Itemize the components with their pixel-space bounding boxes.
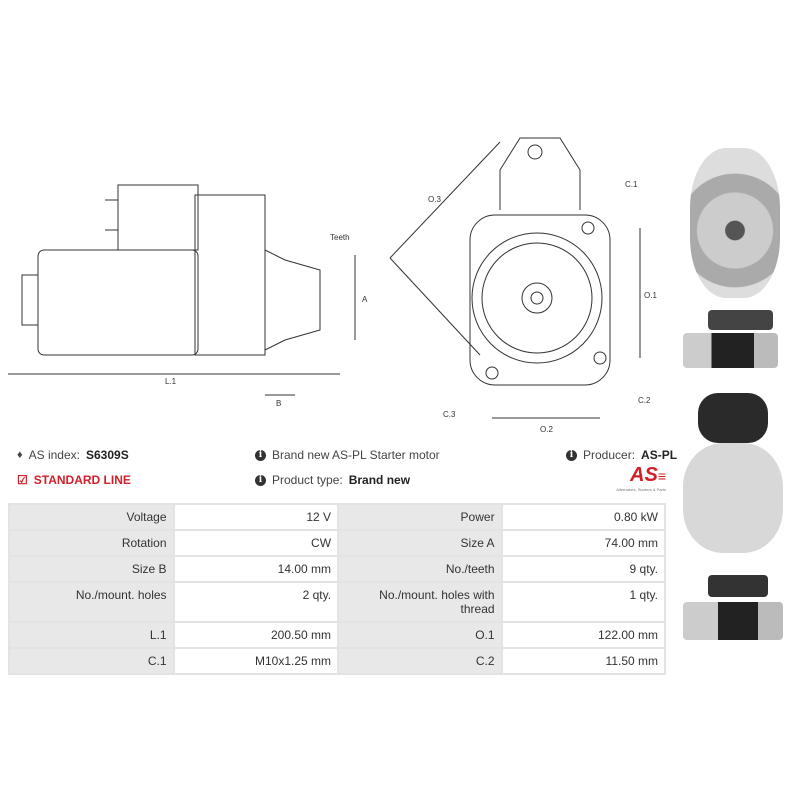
spec-value: 14.00 mm: [172, 555, 340, 583]
spec-value: M10x1.25 mm: [172, 647, 340, 675]
spec-label: No./mount. holes: [8, 581, 175, 623]
c2-label: C.2: [638, 396, 651, 405]
size-b-label: B: [276, 399, 281, 408]
checkbox-icon: ☑: [17, 473, 28, 487]
spec-label: Rotation: [8, 529, 175, 557]
logo-text: AS≡: [630, 464, 666, 486]
spec-value: CW: [172, 529, 340, 557]
front-view-drawing: O.3 C.1 O.1 C.2 O.2 C.3: [389, 137, 657, 434]
spec-label: No./mount. holes with thread: [337, 581, 503, 623]
o1-label: O.1: [644, 291, 657, 300]
spec-label: O.1: [337, 621, 503, 649]
spec-value: 9 qty.: [500, 555, 667, 583]
spec-value: 11.50 mm: [500, 647, 667, 675]
product-photo-rear[interactable]: [678, 388, 788, 568]
spec-value: 12 V: [172, 503, 340, 531]
teeth-label: Teeth: [330, 233, 350, 242]
info-icon: i: [255, 474, 266, 486]
as-logo: AS≡ Alternators, Starters & Parts: [616, 464, 666, 492]
info-icon: i: [255, 449, 266, 461]
spec-value: 1 qty.: [500, 581, 667, 623]
spec-label: Size A: [337, 529, 503, 557]
standard-line: ☑ STANDARD LINE: [17, 473, 131, 487]
o3-label: O.3: [428, 195, 441, 204]
spec-value: 74.00 mm: [500, 529, 667, 557]
producer: i Producer: AS-PL: [566, 448, 677, 462]
info-icon: i: [566, 449, 577, 461]
product-type: i Product type: Brand new: [255, 473, 410, 487]
spec-label: C.1: [8, 647, 175, 675]
c3-label: C.3: [443, 410, 456, 419]
as-index: ♦ AS index: S6309S: [17, 448, 129, 462]
spec-label: Voltage: [8, 503, 175, 531]
spec-label: Power: [337, 503, 503, 531]
spec-value: 122.00 mm: [500, 621, 667, 649]
spec-label: No./teeth: [337, 555, 503, 583]
o2-label: O.2: [540, 425, 553, 434]
spec-label: C.2: [337, 647, 503, 675]
spec-label: L.1: [8, 621, 175, 649]
tag-icon: ♦: [17, 449, 23, 461]
l1-label: L.1: [165, 377, 177, 386]
size-a-label: A: [362, 295, 368, 304]
product-photo-side[interactable]: [678, 305, 788, 380]
side-view-drawing: Teeth A B L.1: [8, 184, 368, 408]
as-index-value: S6309S: [86, 448, 129, 462]
c1-label: C.1: [625, 180, 638, 189]
description: i Brand new AS-PL Starter motor: [255, 448, 440, 462]
spec-value: 2 qty.: [172, 581, 340, 623]
product-photo-front[interactable]: [682, 140, 787, 305]
product-photo-side-2[interactable]: [678, 570, 788, 665]
spec-value: 200.50 mm: [172, 621, 340, 649]
spec-label: Size B: [8, 555, 175, 583]
spec-value: 0.80 kW: [500, 503, 667, 531]
